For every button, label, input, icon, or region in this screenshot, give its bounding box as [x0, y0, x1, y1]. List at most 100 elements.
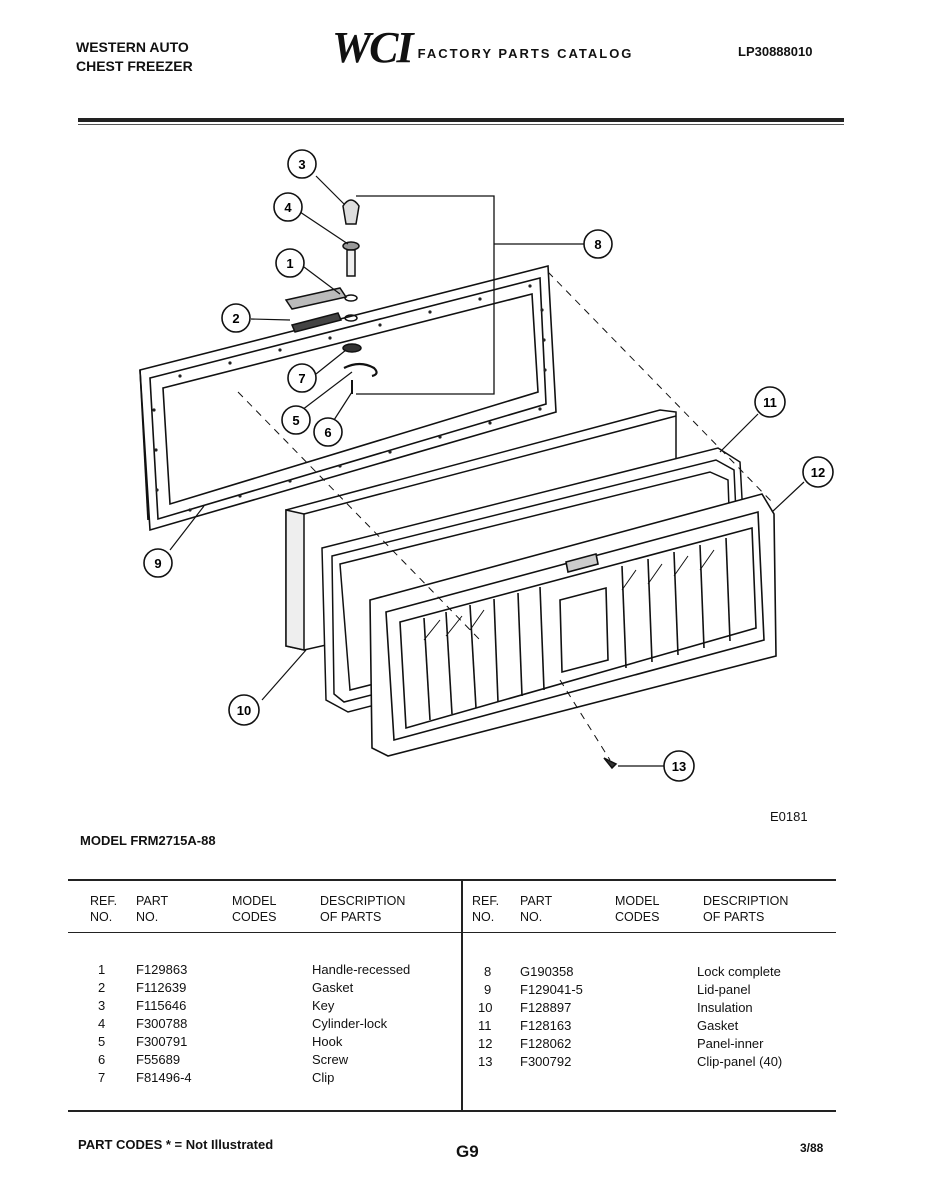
- callout-1-text: 1: [286, 256, 293, 271]
- table-top-rule: [68, 879, 836, 881]
- header-rule: [78, 118, 844, 122]
- alignment-lines: [237, 271, 773, 761]
- callout-3: 3: [287, 149, 317, 179]
- table-row-ref: 3: [98, 998, 106, 1013]
- callout-12: 12: [802, 456, 834, 488]
- callout-4-text: 4: [284, 200, 292, 215]
- catalog-date: 3/88: [800, 1141, 824, 1155]
- table-column-divider: [461, 880, 463, 1112]
- lid-panel-rivets: [152, 284, 547, 512]
- table-row-desc: Key: [312, 998, 335, 1013]
- part-codes-legend: PART CODES * = Not Illustrated: [78, 1137, 274, 1152]
- table-row-desc: Screw: [312, 1052, 349, 1067]
- header-model-left: MODEL CODES: [232, 893, 276, 925]
- table-row-ref: 9: [484, 982, 492, 997]
- header-part-line1: PART: [520, 894, 553, 908]
- header-model-line1: MODEL: [232, 894, 277, 908]
- lock-parts: [284, 199, 378, 394]
- table-row-ref: 4: [98, 1016, 106, 1031]
- catalog-subtitle: FACTORY PARTS CATALOG: [417, 45, 634, 61]
- catalog-number: LP30888010: [738, 44, 813, 59]
- callout-4: 4: [273, 192, 303, 222]
- header-part-right: PART NO.: [520, 893, 552, 925]
- callout-13: 13: [663, 750, 695, 782]
- header-desc-line2: OF PARTS: [320, 910, 382, 924]
- table-row-ref: 8: [484, 964, 492, 979]
- table-row-part: F300788: [136, 1016, 188, 1031]
- callout-9-text: 9: [154, 556, 161, 571]
- table-row-ref: 11: [478, 1018, 492, 1033]
- table-row-part: F55689: [136, 1052, 181, 1067]
- table-row-desc: Gasket: [312, 980, 354, 995]
- wci-logo: WCI: [332, 23, 414, 72]
- table-row-ref: 13: [478, 1054, 493, 1069]
- table-row-desc: Lid-panel: [697, 982, 751, 997]
- table-header-rule: [68, 932, 836, 933]
- header-rule-thin: [78, 124, 844, 125]
- table-row-desc: Handle-recessed: [312, 962, 411, 977]
- callout-3-text: 3: [298, 157, 305, 172]
- header-title-block: WESTERN AUTO CHEST FREEZER: [76, 38, 193, 76]
- header-model-line2: CODES: [232, 910, 277, 924]
- callout-10-text: 10: [237, 703, 251, 718]
- header-ref-right: REF. NO.: [472, 893, 499, 925]
- table-row-ref: 10: [478, 1000, 493, 1015]
- header-model-line2: CODES: [615, 910, 660, 924]
- callout-7-text: 7: [298, 371, 305, 386]
- header-desc-line1: DESCRIPTION: [320, 894, 406, 908]
- callout-13-text: 13: [672, 759, 686, 774]
- table-row-ref: 1: [98, 962, 106, 977]
- table-row-desc: Hook: [312, 1034, 343, 1049]
- header-ref-line1: REF.: [90, 894, 118, 908]
- callout-7: 7: [287, 363, 317, 393]
- header-desc-right: DESCRIPTION OF PARTS: [703, 893, 788, 925]
- callout-11-text: 11: [763, 395, 777, 410]
- table-row-part: F128163: [520, 1018, 572, 1033]
- header-ref-line2: NO.: [472, 910, 495, 924]
- table-row-part: F81496-4: [136, 1070, 192, 1085]
- header-ref-line2: NO.: [90, 910, 113, 924]
- table-row-ref: 6: [98, 1052, 106, 1067]
- table-row-desc: Clip: [312, 1070, 335, 1085]
- header-part-left: PART NO.: [136, 893, 168, 925]
- page-number: G9: [456, 1142, 479, 1161]
- header-desc-line2: OF PARTS: [703, 910, 765, 924]
- table-row-part: F128062: [520, 1036, 572, 1051]
- table-row-part: F300792: [520, 1054, 572, 1069]
- callout-2: 2: [221, 303, 251, 333]
- callout-10: 10: [228, 694, 260, 726]
- model-number: MODEL FRM2715A-88: [80, 833, 216, 848]
- catalog-brand: WCI FACTORY PARTS CATALOG: [332, 26, 633, 70]
- table-row-ref: 5: [98, 1034, 106, 1049]
- callout-2-text: 2: [232, 311, 239, 326]
- header-product-line: CHEST FREEZER: [76, 58, 193, 74]
- table-row-desc: Gasket: [697, 1018, 739, 1033]
- callout-6: 6: [313, 417, 343, 447]
- table-row-part: F129041-5: [520, 982, 583, 997]
- header-part-line2: NO.: [136, 910, 159, 924]
- header-part-line1: PART: [136, 894, 169, 908]
- table-row-part: G190358: [520, 964, 574, 979]
- table-row-ref: 12: [478, 1036, 493, 1051]
- header-model-right: MODEL CODES: [615, 893, 659, 925]
- table-bottom-rule: [68, 1110, 836, 1112]
- table-row-part: F300791: [136, 1034, 188, 1049]
- table-row-part: F128897: [520, 1000, 572, 1015]
- diagram-code: E0181: [770, 809, 808, 824]
- callout-6-text: 6: [324, 425, 331, 440]
- header-part-line2: NO.: [520, 910, 543, 924]
- callout-9: 9: [143, 548, 173, 578]
- clip-panel-part: [603, 757, 618, 770]
- callout-5: 5: [281, 405, 311, 435]
- header-model-line1: MODEL: [615, 894, 660, 908]
- table-row-desc: Lock complete: [697, 964, 781, 979]
- callout-8-text: 8: [594, 237, 601, 252]
- table-row-desc: Insulation: [697, 1000, 753, 1015]
- callout-8: 8: [583, 229, 613, 259]
- callout-1: 1: [275, 248, 305, 278]
- header-desc-left: DESCRIPTION OF PARTS: [320, 893, 405, 925]
- table-row-part: F112639: [136, 980, 187, 995]
- header-desc-line1: DESCRIPTION: [703, 894, 789, 908]
- header-brand-line: WESTERN AUTO: [76, 39, 189, 55]
